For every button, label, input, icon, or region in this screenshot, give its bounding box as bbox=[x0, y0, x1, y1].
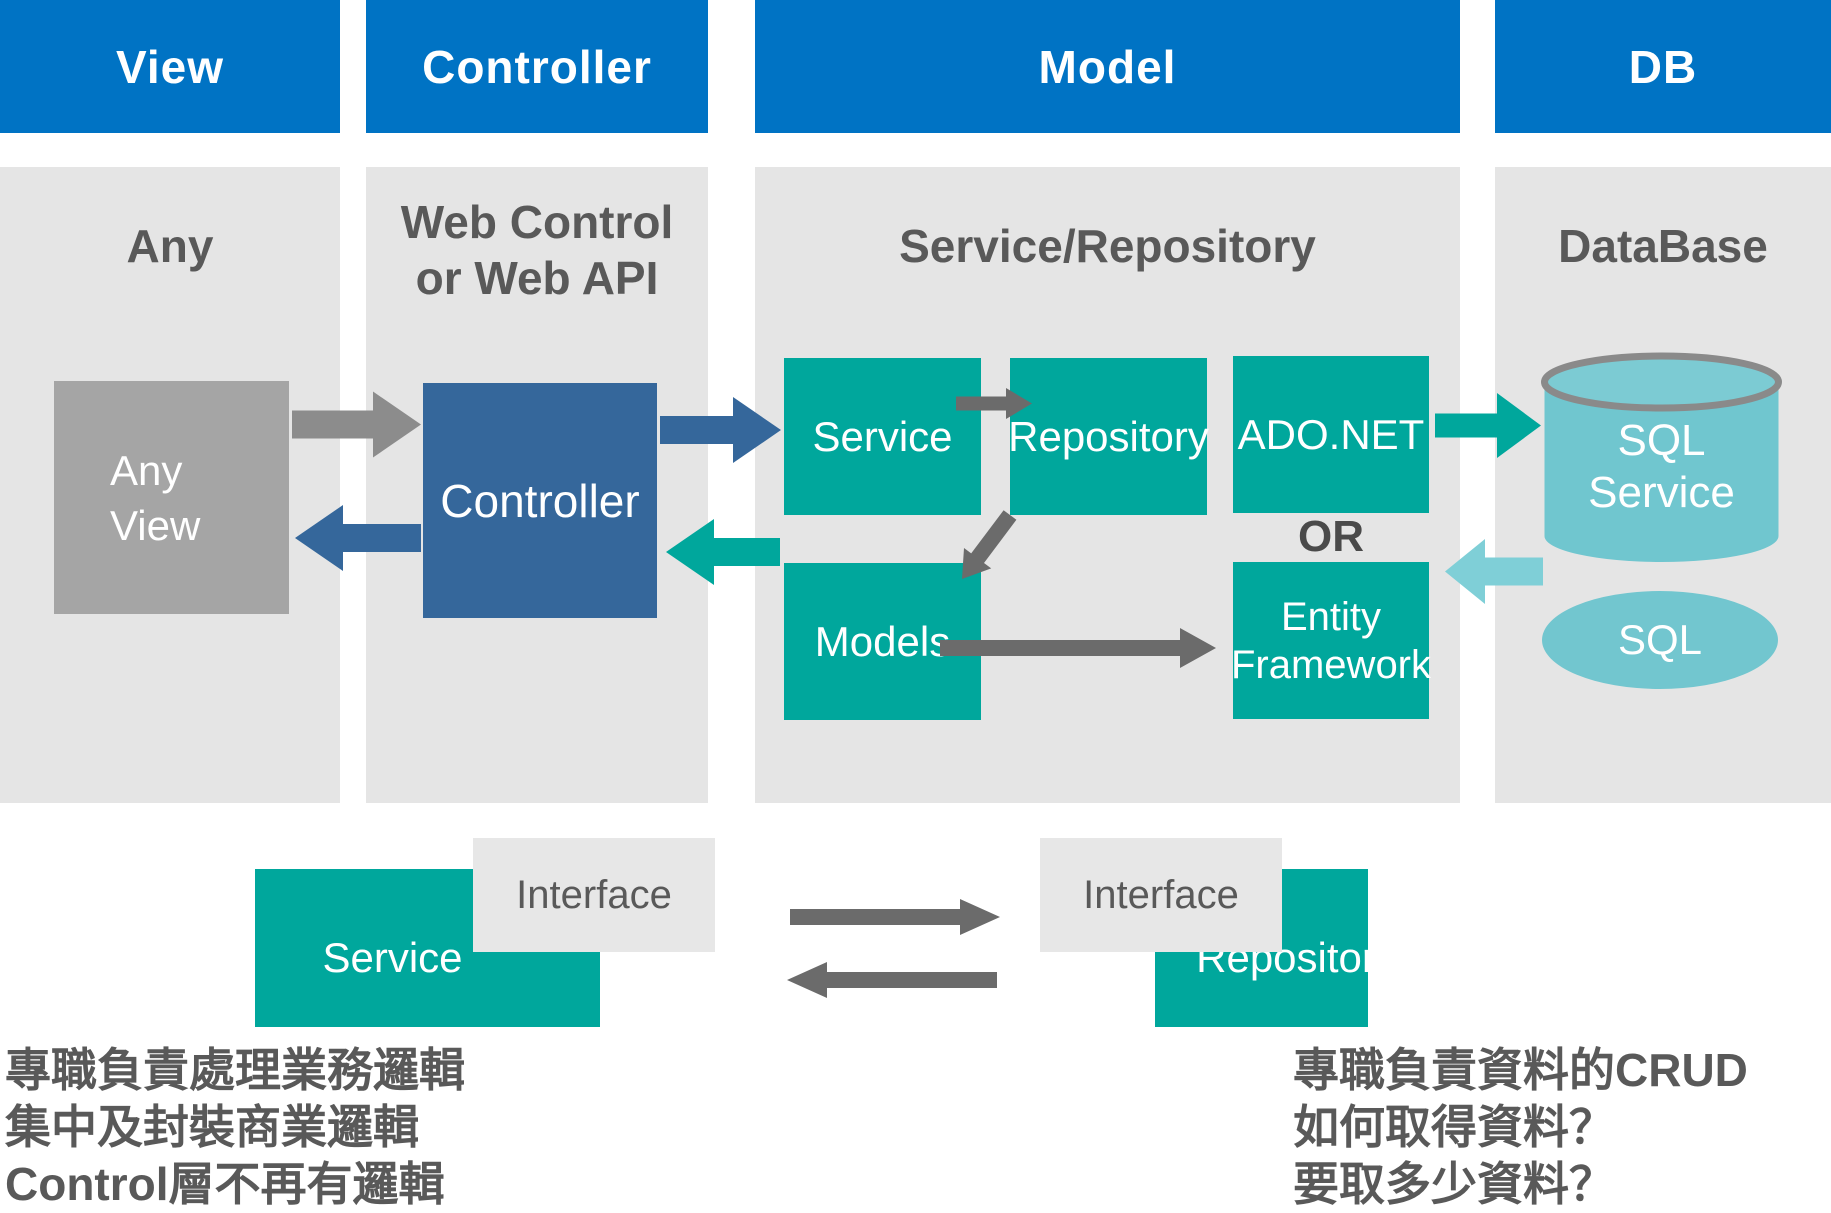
controller-box-label: Controller bbox=[440, 474, 640, 527]
models-box: Models bbox=[784, 563, 981, 720]
bottom-service-label: Service bbox=[322, 934, 463, 981]
notes-right-line1: 專職負責資料的CRUD bbox=[1293, 1044, 1748, 1096]
arrow-view-to-controller bbox=[292, 391, 421, 458]
arrow-repository-to-service-bottom bbox=[787, 962, 997, 998]
notes-left: 專職負責處理業務邏輯 集中及封裝商業邏輯 Control層不再有邏輯 bbox=[5, 1042, 465, 1213]
sql-service-label-line1: SQL bbox=[1617, 416, 1706, 465]
models-box-label: Models bbox=[814, 617, 951, 665]
header-view: View bbox=[0, 0, 340, 133]
panel-db-title: DataBase bbox=[1558, 220, 1768, 272]
controller-box: Controller bbox=[423, 383, 657, 618]
entity-framework-label-line1: Entity bbox=[1280, 594, 1382, 639]
header-view-label: View bbox=[116, 40, 224, 93]
notes-right: 專職負責資料的CRUD 如何取得資料？ 要取多少資料？ bbox=[1293, 1042, 1748, 1213]
interface-right-box: Interface bbox=[1040, 838, 1282, 952]
adonet-box-label: ADO.NET bbox=[1237, 410, 1425, 458]
interface-right-label: Interface bbox=[1083, 872, 1239, 917]
header-model-label: Model bbox=[1038, 40, 1177, 93]
bottom-service-box: Service bbox=[255, 869, 600, 1027]
header-db: DB bbox=[1495, 0, 1831, 133]
sql-ellipse: SQL bbox=[1542, 591, 1778, 689]
arrow-service-to-repository-bottom bbox=[790, 899, 1000, 935]
notes-left-line3: Control層不再有邏輯 bbox=[5, 1158, 445, 1210]
notes-right-line2: 如何取得資料？ bbox=[1293, 1101, 1615, 1153]
sql-service-cylinder bbox=[1541, 352, 1782, 562]
interface-left-label: Interface bbox=[516, 872, 672, 917]
panel-model-title: Service/Repository bbox=[899, 220, 1316, 272]
service-box: Service bbox=[784, 358, 981, 515]
any-view-box: Any View bbox=[54, 381, 289, 614]
repository-box-label: Repository bbox=[1008, 412, 1209, 460]
panel-controller-title: Web Control or Web API bbox=[366, 194, 708, 306]
arrow-controller-to-view bbox=[295, 505, 421, 571]
notes-right-line3: 要取多少資料？ bbox=[1293, 1158, 1615, 1210]
interface-left-box: Interface bbox=[473, 838, 715, 952]
sql-ellipse-label: SQL bbox=[1617, 616, 1703, 663]
notes-left-line1: 專職負責處理業務邏輯 bbox=[5, 1044, 465, 1096]
arrow-sql-to-entity-framework bbox=[1445, 539, 1543, 604]
panel-controller-title-line2: or Web API bbox=[415, 252, 659, 304]
arrow-repository-to-models bbox=[961, 510, 1017, 579]
or-label: OR bbox=[1298, 512, 1364, 561]
adonet-box: ADO.NET bbox=[1233, 356, 1429, 513]
sql-service-label-line2: Service bbox=[1588, 468, 1735, 517]
header-controller-label: Controller bbox=[422, 40, 652, 93]
arrow-models-to-entity-framework bbox=[940, 628, 1216, 668]
sql-service-label: SQL Service bbox=[1543, 415, 1780, 519]
arrow-adonet-to-sql-service bbox=[1435, 393, 1541, 458]
any-view-label-line1: Any bbox=[110, 446, 183, 494]
arrow-controller-to-service bbox=[660, 397, 781, 463]
any-view-label-line2: View bbox=[110, 501, 201, 549]
entity-framework-label-line2: Framework bbox=[1230, 642, 1432, 687]
entity-framework-box: Entity Framework bbox=[1230, 562, 1432, 719]
notes-left-line2: 集中及封裝商業邏輯 bbox=[5, 1101, 419, 1153]
panel-controller-title-line1: Web Control bbox=[400, 196, 674, 248]
arrow-model-to-controller bbox=[666, 519, 780, 585]
header-db-label: DB bbox=[1628, 40, 1698, 93]
header-model: Model bbox=[755, 0, 1460, 133]
repository-box: Repository bbox=[1008, 358, 1209, 515]
panel-view-title: Any bbox=[126, 220, 214, 272]
arrow-service-to-repository bbox=[956, 388, 1032, 419]
service-box-label: Service bbox=[812, 412, 953, 460]
header-controller: Controller bbox=[366, 0, 708, 133]
